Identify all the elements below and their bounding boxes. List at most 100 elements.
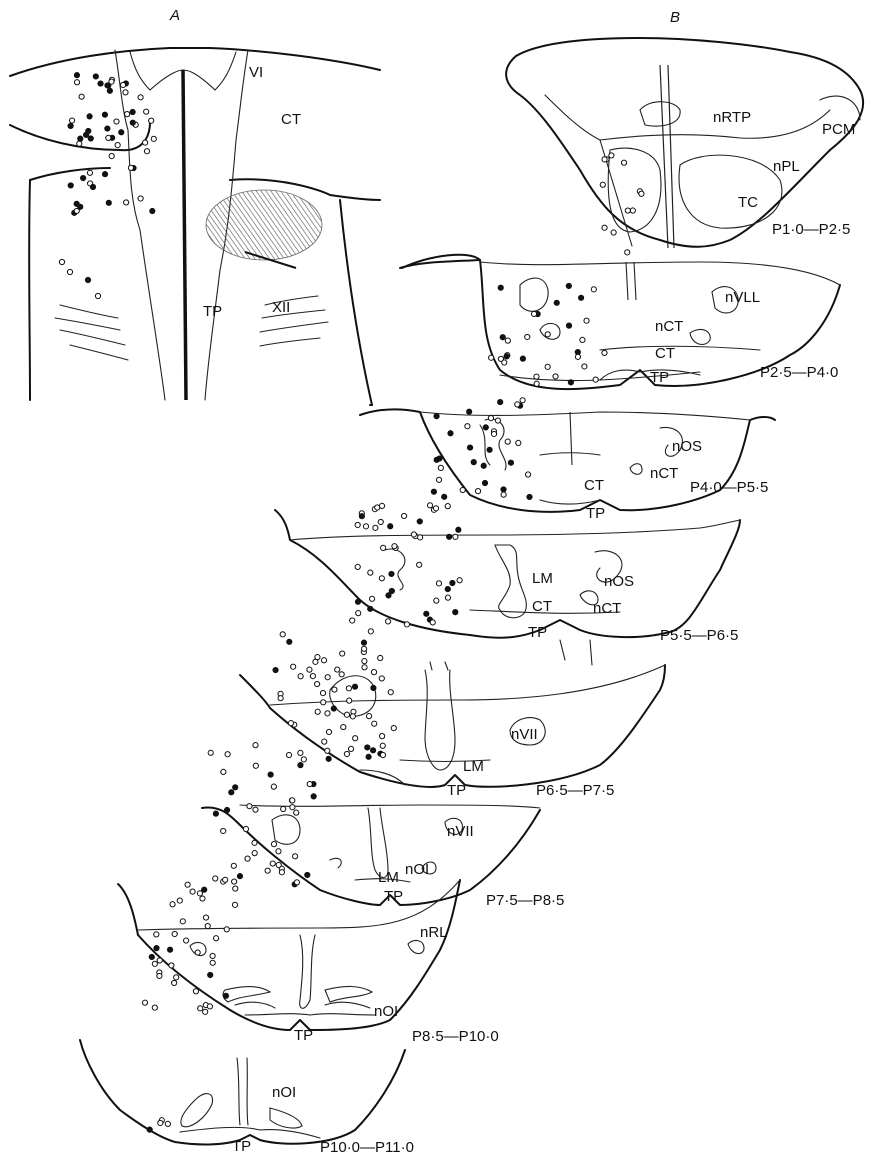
labelled-cell-filled [154,946,159,951]
labelled-cell-filled [352,684,357,689]
labelled-cell-filled [93,74,98,79]
labelled-cell-filled [102,172,107,177]
s6-label-nvii: nVII [447,823,474,840]
labelled-cell-open [74,80,79,85]
labelled-cell-open [298,674,303,679]
labelled-cell-open [381,545,386,550]
labelled-cell-filled [366,754,371,759]
s7-label-noi: nOI [374,1003,398,1020]
labelled-cell-open [495,418,500,423]
labelled-cell-open [630,208,635,213]
labelled-cell-filled [434,457,439,462]
labelled-cell-open [157,973,162,978]
labelled-cell-open [152,961,157,966]
labelled-cell-open [253,743,258,748]
labelled-cell-open [602,225,607,230]
labelled-cell-open [625,250,630,255]
labelled-cell-open [95,293,100,298]
s1-label-nrtp: nRTP [713,109,751,126]
labelled-cell-open [340,651,345,656]
labelled-cell-filled [482,480,487,485]
labelled-cell-filled [355,599,360,604]
labelled-cell-open [362,646,367,651]
s5-label-tp: TP [447,782,466,799]
labelled-cell-open [157,958,162,963]
labelled-cell-open [346,686,351,691]
s4-label-lm: LM [532,570,553,587]
labelled-cell-open [545,332,550,337]
labelled-cell-open [253,763,258,768]
labelled-cell-filled [68,183,73,188]
labelled-cell-open [417,562,422,567]
labelled-cell-open [288,721,293,726]
labelled-cell-open [609,153,614,158]
labelled-cell-open [593,377,598,382]
labelled-cell-open [143,140,148,145]
s4-label-nos: nOS [604,573,634,590]
labelled-cell-filled [88,136,93,141]
labelled-cell-open [453,534,458,539]
labelled-cell-open [125,112,130,117]
labelled-cell-filled [273,667,278,672]
labelled-cell-open [379,576,384,581]
labelled-cell-filled [520,356,525,361]
s6-label-lm: LM [378,869,399,886]
labelled-cell-open [379,676,384,681]
labelled-cell-open [348,746,353,751]
labelled-cell-filled [508,460,513,465]
panel-a-label-vi: VI [249,64,263,81]
labelled-cell-open [602,157,607,162]
labelled-cell-open [582,364,587,369]
labelled-cell-filled [107,88,112,93]
labelled-cell-filled [500,335,505,340]
s7-label-nrl: nRL [420,924,448,941]
panel-a-label: A [169,7,180,24]
s3-stage: P4·0—P5·5 [690,479,768,496]
labelled-cell-open [584,318,589,323]
labelled-cell-open [109,154,114,159]
labelled-cell-filled [78,136,83,141]
labelled-cell-open [380,743,385,748]
labelled-cell-open [271,842,276,847]
s6-label-tp: TP [384,888,403,905]
labelled-cell-filled [74,73,79,78]
labelled-cell-open [233,886,238,891]
labelled-cell-filled [498,399,503,404]
labelled-cell-filled [130,120,135,125]
labelled-cell-open [221,828,226,833]
section-p10-p11 [80,1040,405,1144]
s4-label-nct: nCT [593,600,621,617]
labelled-cell-filled [130,109,135,114]
labelled-cell-open [371,670,376,675]
labelled-cell-filled [389,571,394,576]
labelled-cell-open [457,578,462,583]
labelled-cell-open [427,503,432,508]
labelled-cell-open [154,932,159,937]
section-p1-p2-5 [506,38,863,248]
labelled-cell-filled [448,431,453,436]
labelled-cell-open [195,950,200,955]
labelled-cell-open [278,696,283,701]
labelled-cell-open [531,311,536,316]
labelled-cell-open [106,135,111,140]
labelled-cell-open [185,882,190,887]
labelled-cell-open [271,784,276,789]
panel-a-label-ct: CT [281,111,301,128]
labelled-cell-open [320,690,325,695]
labelled-cell-open [290,805,295,810]
labelled-cell-filled [86,128,91,133]
labelled-cell-open [307,781,312,786]
labelled-cell-open [366,714,371,719]
labelled-cell-open [434,598,439,603]
s8-label-tp: TP [232,1138,251,1155]
s1-stage: P1·0—P2·5 [772,221,850,238]
s1-label-pcm: PCM [822,121,855,138]
labelled-cell-open [391,726,396,731]
labelled-cell-filled [102,112,107,117]
labelled-cell-open [355,564,360,569]
labelled-cell-open [418,535,423,540]
labelled-cell-open [180,919,185,924]
labelled-cell-filled [388,524,393,529]
s1-label-npl: nPL [773,158,800,175]
